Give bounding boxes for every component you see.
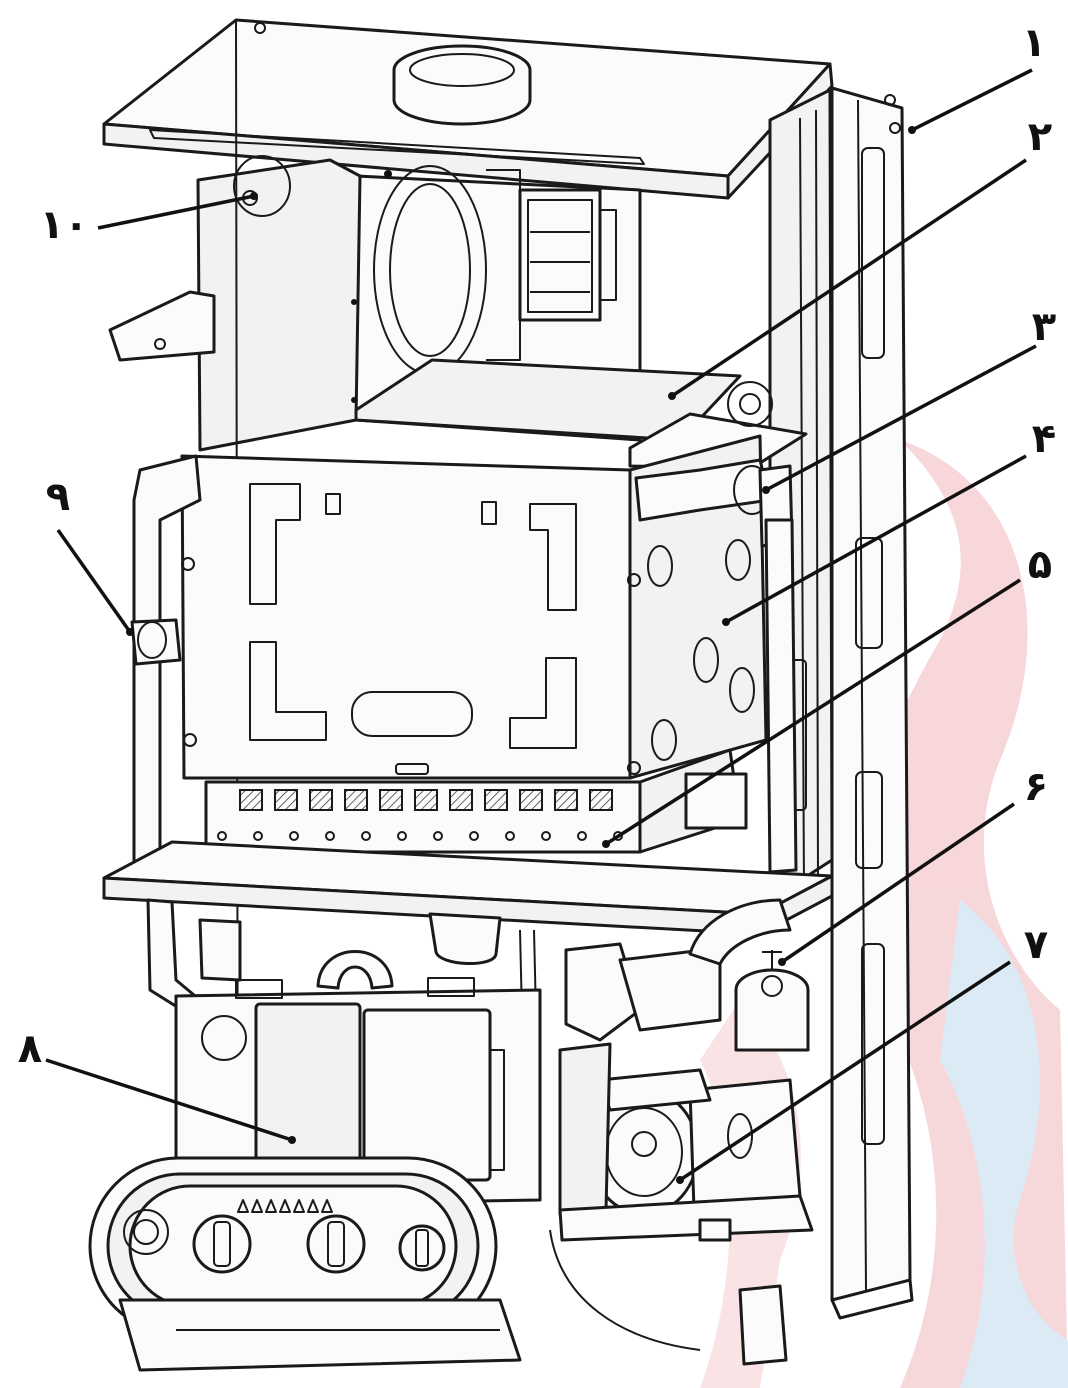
indicator-led xyxy=(237,1199,249,1213)
burner-bar xyxy=(239,789,263,811)
burner-stud xyxy=(217,831,227,841)
callout-label-5: ۵ xyxy=(1028,542,1052,588)
indicator-led xyxy=(279,1199,291,1213)
burner-stud xyxy=(505,831,515,841)
callout-label-2: ۲ xyxy=(1028,114,1052,160)
indicator-led xyxy=(293,1199,305,1213)
burner-stud xyxy=(325,831,335,841)
callout-label-7: ۷ xyxy=(1024,922,1048,968)
burner-stud xyxy=(541,831,551,841)
burner-bar xyxy=(519,789,543,811)
indicator-led xyxy=(321,1199,333,1213)
burner xyxy=(204,748,748,854)
burner-stud xyxy=(469,831,479,841)
callout-label-4: ۴ xyxy=(1032,416,1056,462)
burner-bar xyxy=(414,789,438,811)
burner-stud xyxy=(433,831,443,841)
burner-stud xyxy=(577,831,587,841)
combustion-chamber xyxy=(180,434,768,780)
burner-bar xyxy=(589,789,613,811)
burner-stud xyxy=(253,831,263,841)
indicator-led xyxy=(251,1199,263,1213)
callout-label-6: ۶ xyxy=(1024,764,1048,810)
rear-frame xyxy=(830,86,914,1320)
callout-label-8: ۸ xyxy=(18,1026,42,1072)
indicator-led xyxy=(265,1199,277,1213)
burner-bar xyxy=(484,789,508,811)
lower-hydraulics xyxy=(146,898,814,1366)
callout-labels: ۱ ۲ ۳ ۴ ۵ ۶ ۷ ۸ ۹ ۱۰ xyxy=(18,20,1056,1072)
top-plate xyxy=(102,18,834,200)
burner-bar xyxy=(309,789,333,811)
burner-stud xyxy=(289,831,299,841)
burner-stud xyxy=(613,831,623,841)
burner-bar xyxy=(449,789,473,811)
burner-bar xyxy=(379,789,403,811)
chamber-top-cover xyxy=(354,358,808,470)
callout-label-10: ۱۰ xyxy=(40,202,89,248)
callout-label-1: ۱ xyxy=(1022,20,1046,66)
burner-bar xyxy=(274,789,298,811)
pipes xyxy=(130,454,798,874)
control-box xyxy=(88,977,542,1372)
burner-bar xyxy=(554,789,578,811)
callout-leaders xyxy=(45,68,1037,1184)
burner-stud xyxy=(361,831,371,841)
callout-label-3: ۳ xyxy=(1032,304,1056,350)
burner-stud xyxy=(397,831,407,841)
indicator-led xyxy=(307,1199,319,1213)
burner-bar xyxy=(344,789,368,811)
callout-label-9: ۹ xyxy=(46,474,70,520)
